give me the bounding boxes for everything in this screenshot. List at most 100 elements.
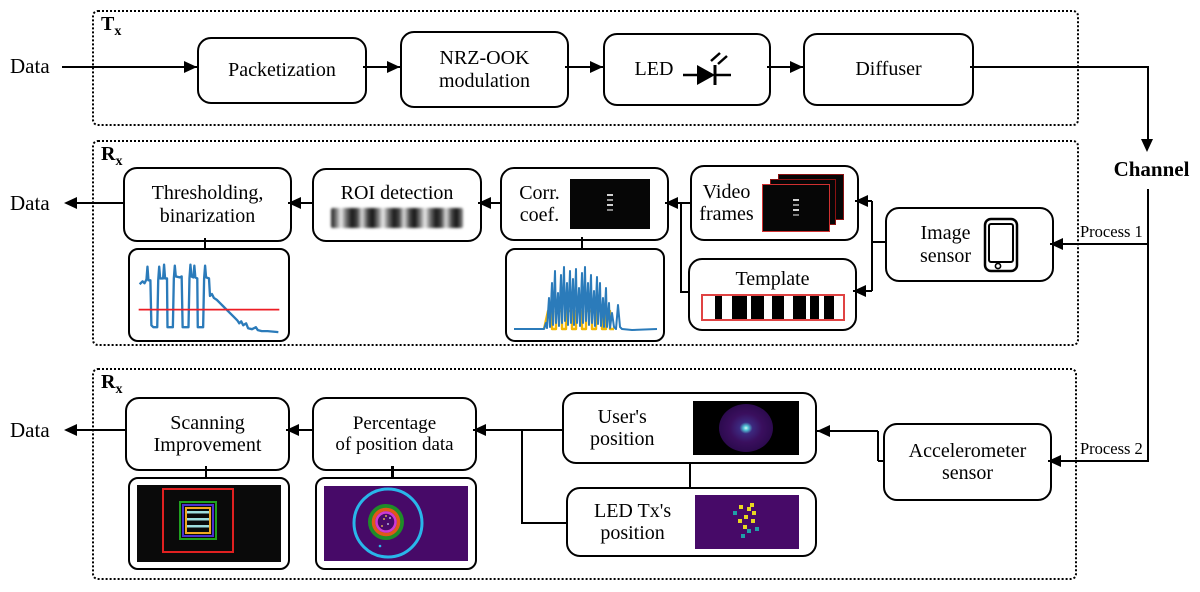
roi-label: ROI detection (340, 182, 454, 205)
arrowhead-template (853, 284, 866, 297)
arrowhead-led (590, 60, 603, 73)
corr-coef-plot (505, 248, 665, 342)
barcode-bar-light (818, 296, 825, 320)
corr-coef-plot-svg (514, 266, 658, 331)
arrow-data-to-packetization (62, 65, 197, 69)
block-accelerometer-sensor: Accelerometer sensor (883, 423, 1052, 501)
data-out-label-process1: Data (10, 191, 50, 215)
arrow-accel-to-users (817, 429, 878, 433)
led-scatter-dot (751, 519, 755, 523)
ledtx-label-line2: position (600, 522, 665, 544)
image-sensor-label: Image sensor (920, 222, 971, 267)
line-sensor-split (870, 201, 873, 291)
nrz-label-line1: NRZ-OOK (439, 47, 530, 70)
nrz-label-line2: modulation (438, 69, 531, 92)
scan-rect-green (179, 501, 217, 540)
block-ledtx-position: LED Tx's position (566, 487, 817, 557)
led-scatter-dot (739, 505, 743, 509)
barcode-bar-light (783, 296, 794, 320)
arrowhead-scanning (286, 423, 299, 436)
led-diode-icon (683, 51, 732, 85)
led-scatter-dot (738, 519, 742, 523)
ledtx-label-line1: LED Tx's (594, 499, 672, 522)
data-out-label-process2: Data (10, 418, 50, 442)
line-video-template-junction (679, 202, 682, 292)
process1-label: Process 1 (1080, 222, 1143, 241)
block-thresholding: Thresholding, binarization (123, 167, 292, 242)
arrow-process1 (1050, 242, 1147, 246)
line-percentage-to-image (391, 466, 394, 477)
percentage-label-line2: of position data (335, 434, 454, 455)
arrow-led-to-diffuser (767, 65, 803, 69)
barcode-bar-light (834, 296, 843, 320)
arrow-packetization-to-nrz (363, 65, 400, 69)
arrowhead-data-out2 (64, 423, 77, 436)
video-frames-thumbnail (761, 174, 850, 232)
line-channel-down (1146, 67, 1149, 141)
video-label-line2: frames (699, 203, 754, 225)
arrowhead-thresholding (288, 196, 301, 209)
block-scanning-improvement: Scanning Improvement (125, 397, 290, 471)
thresholding-plot-svg (138, 263, 280, 334)
led-scatter-dot (733, 511, 737, 515)
scanning-result-image (128, 477, 290, 570)
led-scatter-dot (743, 525, 747, 529)
barcode-bar-dark (751, 296, 765, 320)
process2-label: Process 2 (1080, 439, 1143, 458)
block-percentage-position: Percentage of position data (312, 397, 477, 471)
diffuser-label: Diffuser (855, 58, 922, 81)
block-nrz-ook-modulation: NRZ-OOK modulation (400, 31, 569, 108)
line-scanning-to-image (204, 466, 208, 477)
thresholding-plot (128, 248, 290, 342)
video-frames-label: Video frames (699, 181, 753, 226)
thresholding-signal-trace (138, 263, 279, 334)
block-users-position: User's position (562, 392, 817, 464)
line-accel-jog (876, 431, 880, 461)
arrow-percentage-to-scanning (286, 428, 312, 432)
block-packetization: Packetization (197, 37, 367, 104)
led-scatter-dot (752, 511, 756, 515)
block-template: Template (688, 258, 857, 331)
barcode-bar-dark (810, 296, 819, 320)
scanning-label-line2: Improvement (153, 434, 262, 456)
percentage-rings-svg (324, 486, 468, 561)
arrow-process2 (1048, 459, 1147, 463)
block-corr-coef: Corr. coef. (500, 167, 669, 241)
thresholding-label-line2: binarization (159, 204, 256, 227)
barcode-bar-dark (824, 296, 834, 320)
users-position-label: User's position (590, 406, 654, 451)
channel-label: Channel (1113, 157, 1190, 181)
arrowhead-corr (665, 196, 678, 209)
video-frame-front (761, 184, 830, 232)
corr-label-line2: coef. (519, 204, 560, 226)
line-users-ledtx-junction (520, 430, 524, 523)
accelerometer-label-line2: sensor (941, 462, 994, 484)
template-label: Template (735, 267, 810, 290)
thresholding-label-line1: Thresholding, (151, 182, 264, 205)
arrowhead-data-out1 (64, 196, 77, 209)
scan-rect-blue (182, 504, 214, 537)
arrow-nrz-to-led (565, 65, 603, 69)
arrowhead-nrz (387, 60, 400, 73)
arrowhead-video (855, 194, 868, 207)
line-diffuser-to-channel (970, 65, 1149, 69)
barcode-bar-dark (715, 296, 723, 320)
block-diffuser: Diffuser (803, 33, 974, 106)
led-scatter-dot (750, 503, 754, 507)
roi-stripe-image (331, 207, 463, 228)
led-scatter-dot (747, 507, 751, 511)
block-led: LED (603, 33, 771, 106)
barcode-bar-dark (772, 296, 784, 320)
block-roi-detection: ROI detection (312, 168, 482, 242)
led-scatter-dot (755, 527, 759, 531)
line-sensor-out (872, 240, 886, 244)
percentage-label-line1: Percentage (352, 412, 437, 434)
ledtx-position-label: LED Tx's position (594, 500, 671, 545)
line-template-stub (679, 290, 690, 294)
arrowhead-channel (1141, 139, 1154, 152)
arrowhead-accelerometer (1048, 454, 1061, 467)
users-position-map (693, 401, 799, 455)
arrow-thresholding-to-data (66, 201, 123, 205)
arrow-scanning-to-data (66, 428, 125, 432)
